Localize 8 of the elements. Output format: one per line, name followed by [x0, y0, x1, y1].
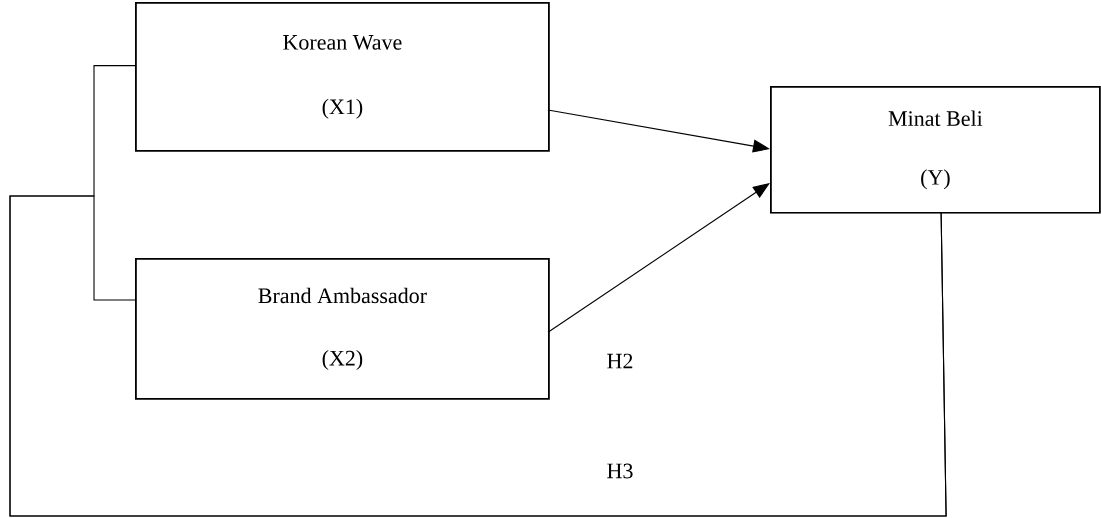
- connector-line: [9, 195, 947, 517]
- variable-box: Korean Wave (X1): [135, 2, 550, 152]
- arrow: [547, 109, 770, 153]
- hypothesis-label: H2: [607, 353, 633, 369]
- variable-box: Brand Ambassador (X2): [135, 258, 550, 400]
- arrow: [547, 183, 770, 333]
- variable-box: Minat Beli (Y): [770, 86, 1101, 214]
- hypothesis-label: H3: [607, 463, 633, 479]
